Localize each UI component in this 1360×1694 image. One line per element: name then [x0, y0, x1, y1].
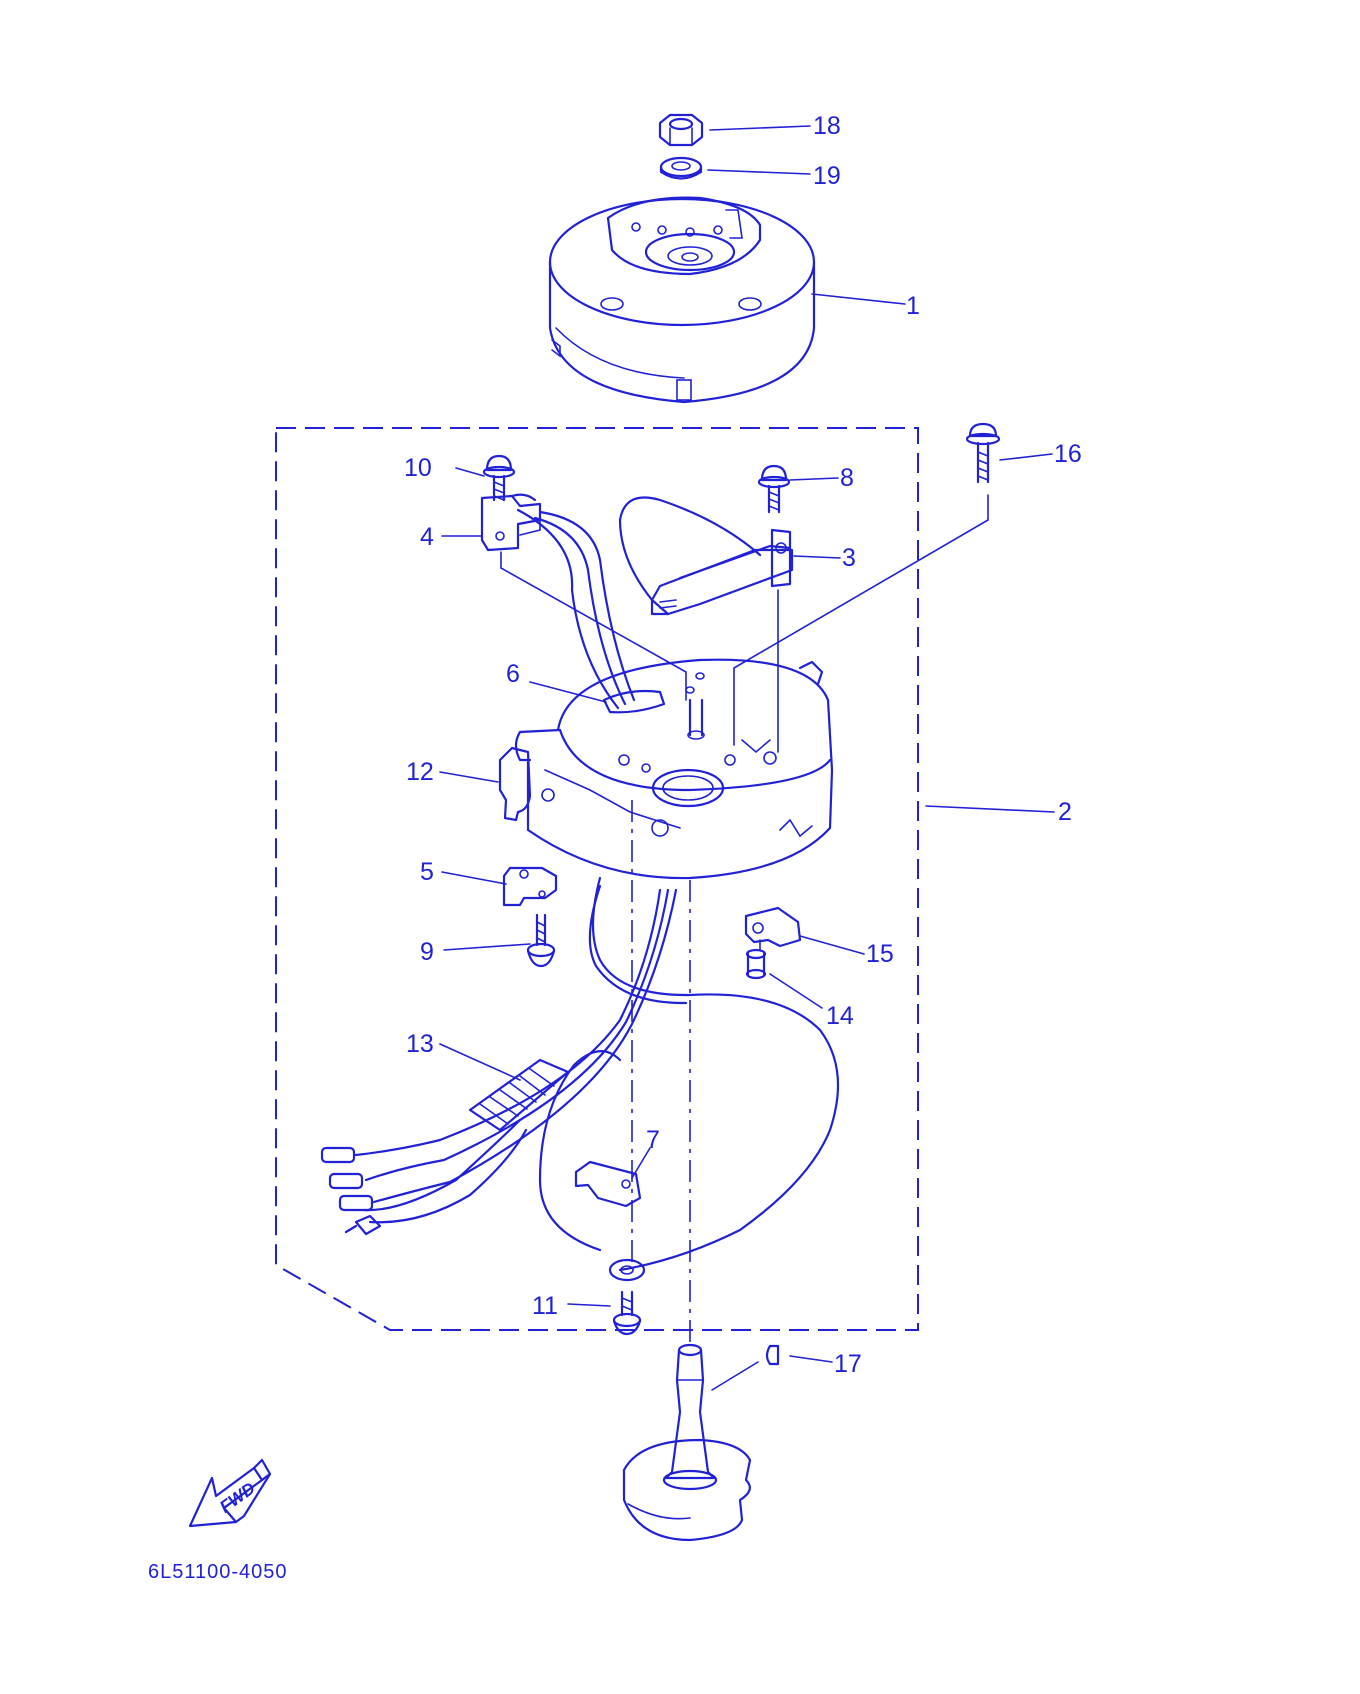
callout-9: 9 [420, 938, 434, 966]
wire-harness-part-13 [320, 876, 840, 1282]
callout-5: 5 [420, 858, 434, 886]
key-part-17 [765, 1344, 780, 1366]
callout-11: 11 [532, 1292, 558, 1320]
leader-lines [439, 125, 1055, 1391]
callout-1: 1 [906, 292, 920, 320]
screw-part-8 [757, 464, 791, 514]
bracket-part-7 [574, 1160, 642, 1208]
callout-6: 6 [506, 660, 520, 688]
fwd-label: FWD [216, 1479, 258, 1517]
callout-10: 10 [404, 454, 432, 482]
callout-7: 7 [646, 1126, 660, 1154]
callout-numbers: 18 19 1 10 8 16 4 3 6 12 2 5 9 15 14 13 … [404, 112, 1082, 1378]
screw-part-10 [482, 454, 516, 502]
pulser-coil-part-4 [480, 493, 542, 552]
callout-19: 19 [813, 162, 841, 190]
clamp-part-15 [744, 906, 802, 948]
callout-17: 17 [834, 1350, 862, 1378]
clip-part-5 [502, 866, 558, 907]
callout-13: 13 [406, 1030, 434, 1058]
washer-part-19 [659, 156, 703, 180]
bracket-part-12 [498, 746, 532, 822]
alignment-lines [500, 494, 989, 1345]
flywheel-part-1 [548, 196, 816, 404]
screw-part-9 [526, 913, 556, 968]
callout-15: 15 [866, 940, 894, 968]
callout-8: 8 [840, 464, 854, 492]
charge-coil-part-3 [650, 528, 794, 616]
assembly-boundary [275, 427, 919, 1331]
callout-12: 12 [406, 758, 434, 786]
callout-4: 4 [420, 523, 434, 551]
part-code-label: 6L51100-4050 [148, 1561, 288, 1583]
callout-3: 3 [842, 544, 856, 572]
stator-base-part-2 [514, 658, 834, 880]
callout-16: 16 [1054, 440, 1082, 468]
callout-2: 2 [1058, 798, 1072, 826]
coil-lead-wires [516, 496, 762, 710]
bolt-part-16 [965, 422, 1001, 484]
crankshaft [622, 1343, 752, 1542]
screw-part-11 [612, 1290, 642, 1336]
callout-14: 14 [826, 1002, 854, 1030]
grommet-part-6 [602, 689, 666, 714]
callout-18: 18 [813, 112, 841, 140]
nut-part-18 [658, 113, 704, 147]
fwd-direction-arrow-icon: FWD [188, 1458, 272, 1528]
screw-part-14 [745, 948, 767, 980]
